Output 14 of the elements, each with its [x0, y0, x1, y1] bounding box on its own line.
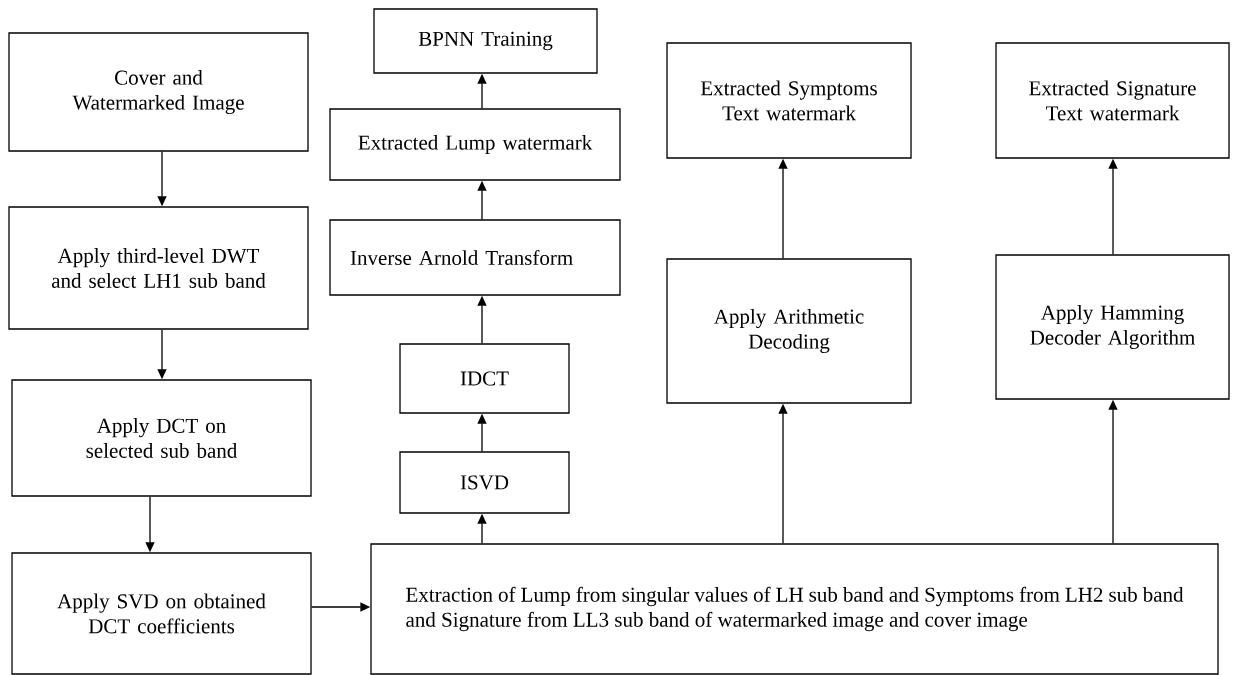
process-box: BPNN Training: [373, 8, 598, 74]
process-box: Extracted Symptoms Text watermark: [666, 42, 912, 159]
process-box: Apply Hamming Decoder Algorithm: [995, 254, 1230, 400]
process-box: Extracted Signature Text watermark: [995, 42, 1230, 159]
process-box: Apply SVD on obtained DCT coefficients: [11, 552, 312, 675]
process-box: Extraction of Lump from singular values of LH sub band and Symptoms from LH2 sub band and Signature from LL3 sub band of watermarked image and cover image: [370, 543, 1219, 675]
process-box: Cover and Watermarked Image: [8, 32, 309, 152]
process-box: Apply DCT on selected sub band: [11, 379, 312, 497]
process-box: Extracted Lump watermark: [329, 108, 621, 181]
process-box: Apply Arithmetic Decoding: [666, 258, 912, 404]
process-box: ISVD: [399, 451, 570, 514]
process-box: Inverse Arnold Transform: [329, 219, 621, 296]
process-box: IDCT: [399, 343, 570, 414]
process-box: Apply third-level DWT and select LH1 sub band: [8, 206, 309, 330]
